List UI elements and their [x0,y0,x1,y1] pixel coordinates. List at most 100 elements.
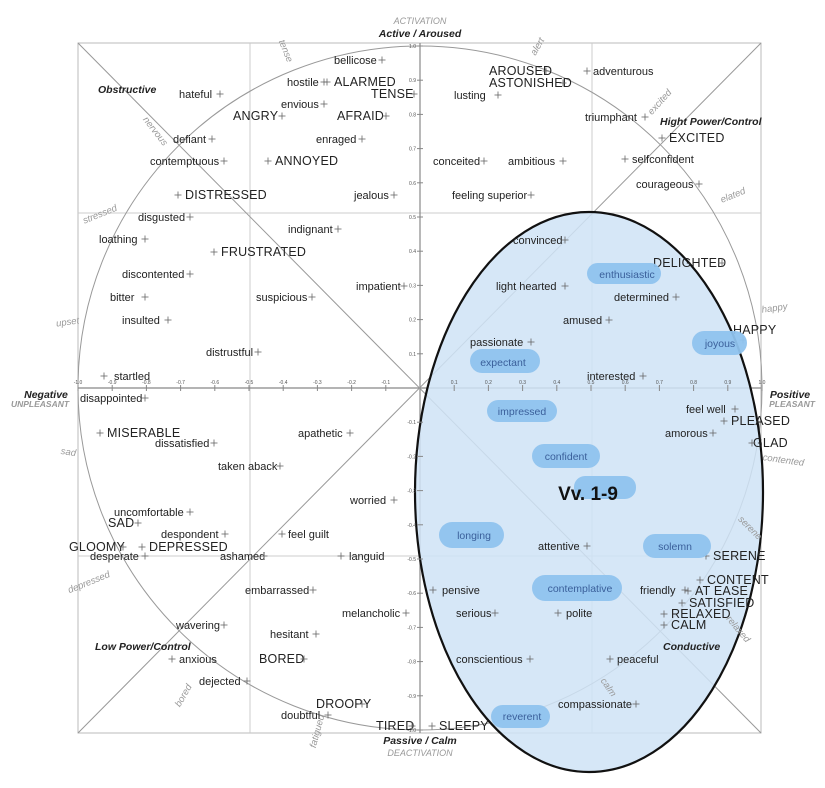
plus-marker [186,508,194,516]
plus-marker [720,417,728,425]
emotion-word-large: TIRED [376,719,415,733]
plus-marker [276,462,284,470]
highlight-word: enthusiastic [599,269,654,281]
highlighted-words: enthusiasticjoyousexpectantimpressedconf… [439,263,747,728]
x-tick-label: -0.9 [108,380,117,386]
emotion-word: adventurous [593,66,654,78]
x-tick-label: 0.9 [724,380,731,386]
plus-marker [320,100,328,108]
emotion-word-large: DEPRESSED [149,540,228,554]
plus-marker [402,609,410,617]
plus-marker [731,405,739,413]
unpleasant-caption: UNPLEASANT [11,399,70,409]
y-tick-label: -0.9 [407,694,416,700]
emotion-word-large: ASTONISHED [489,76,572,90]
quadrant-conductive: Conductive [663,641,720,653]
plus-marker [554,609,562,617]
emotion-word-large: ALARMED [334,75,396,89]
plus-marker [748,439,756,447]
plus-marker [559,79,567,87]
deactivation-caption: DEACTIVATION [387,748,453,758]
emotion-word-large: PLEASED [731,414,790,428]
y-tick-label: -0.8 [407,660,416,666]
plus-marker [718,259,726,267]
y-tick-label: -0.1 [407,420,416,426]
plus-marker [606,655,614,663]
plus-marker [583,542,591,550]
plus-marker [429,586,437,594]
plus-marker [210,439,218,447]
emotion-word: apathetic [298,428,343,440]
emotion-word-large: DISTRESSED [185,188,267,202]
x-tick-label: -0.4 [279,380,288,386]
emotion-word: ashamed [220,551,265,563]
emotion-word-large: SLEEPY [439,719,489,733]
plus-marker [300,655,308,663]
emotion-word: defiant [173,134,206,146]
emotion-word: melancholic [342,608,401,620]
highlight-word: expectant [480,357,526,369]
y-tick-label: 0.1 [409,352,416,358]
x-tick-label: 0.6 [622,380,629,386]
plus-marker [678,599,686,607]
plus-marker [323,78,331,86]
plus-marker [428,722,436,730]
y-tick-label: 0.6 [409,181,416,187]
negative-label: Negative [24,389,68,401]
plus-marker [119,543,127,551]
y-tick-label: -0.7 [407,625,416,631]
emotion-word: discontented [122,269,184,281]
emotion-word-large: CONTENT [707,573,769,587]
emotion-word: bellicose [334,55,377,67]
emotion-word: amorous [665,428,708,440]
plus-marker [561,282,569,290]
emotion-word: compassionate [558,699,632,711]
plus-marker [408,722,416,730]
circle-label-sad: sad [60,446,77,459]
emotion-word: feel guilt [288,529,329,541]
emotion-word: feeling superior [452,190,528,202]
x-tick-label: -0.7 [176,380,185,386]
emotion-word-large: SATISFIED [689,596,754,610]
plus-marker [264,157,272,165]
emotion-word: jealous [353,190,389,202]
emotion-word: wavering [175,620,220,632]
emotion-word-large: SAD [108,516,134,530]
plus-marker [243,677,251,685]
emotion-word: interested [587,371,635,383]
plus-marker [337,552,345,560]
x-tick-label: 1.0 [759,380,766,386]
plus-marker [382,112,390,120]
plus-marker [681,586,689,594]
emotion-word: peaceful [617,654,659,666]
highlight-pill [587,263,661,284]
emotion-word: passionate [470,337,523,349]
emotion-word: embarrassed [245,585,309,597]
plus-marker [358,700,366,708]
emotion-word: dejected [199,676,241,688]
x-tick-label: 0.2 [485,380,492,386]
emotion-word-large: TENSE [371,87,414,101]
plus-marker [526,655,534,663]
plus-marker [494,91,502,99]
plus-marker [141,293,149,301]
plus-marker [658,134,666,142]
x-tick-label: -0.3 [313,380,322,386]
highlight-word: impressed [498,406,547,418]
emotion-word-large: AT EASE [695,584,748,598]
plus-marker [186,270,194,278]
emotion-word-large: AROUSED [489,64,552,78]
axis-ticks: -1.0-0.9-0.8-0.7-0.6-0.5-0.4-0.3-0.2-0.1… [74,44,766,734]
emotion-word: bitter [110,292,135,304]
plus-marker [491,609,499,617]
highlight-word: contemplative [548,583,613,595]
emotion-word: friendly [640,585,676,597]
circle-label-stressed: stressed [81,203,119,227]
x-tick-label: 0.1 [451,380,458,386]
plus-marker [641,113,649,121]
activation-caption: ACTIVATION [393,16,447,26]
emotion-word: loathing [99,234,138,246]
plus-marker [141,394,149,402]
plus-marker [324,711,332,719]
y-tick-label: 0.3 [409,283,416,289]
